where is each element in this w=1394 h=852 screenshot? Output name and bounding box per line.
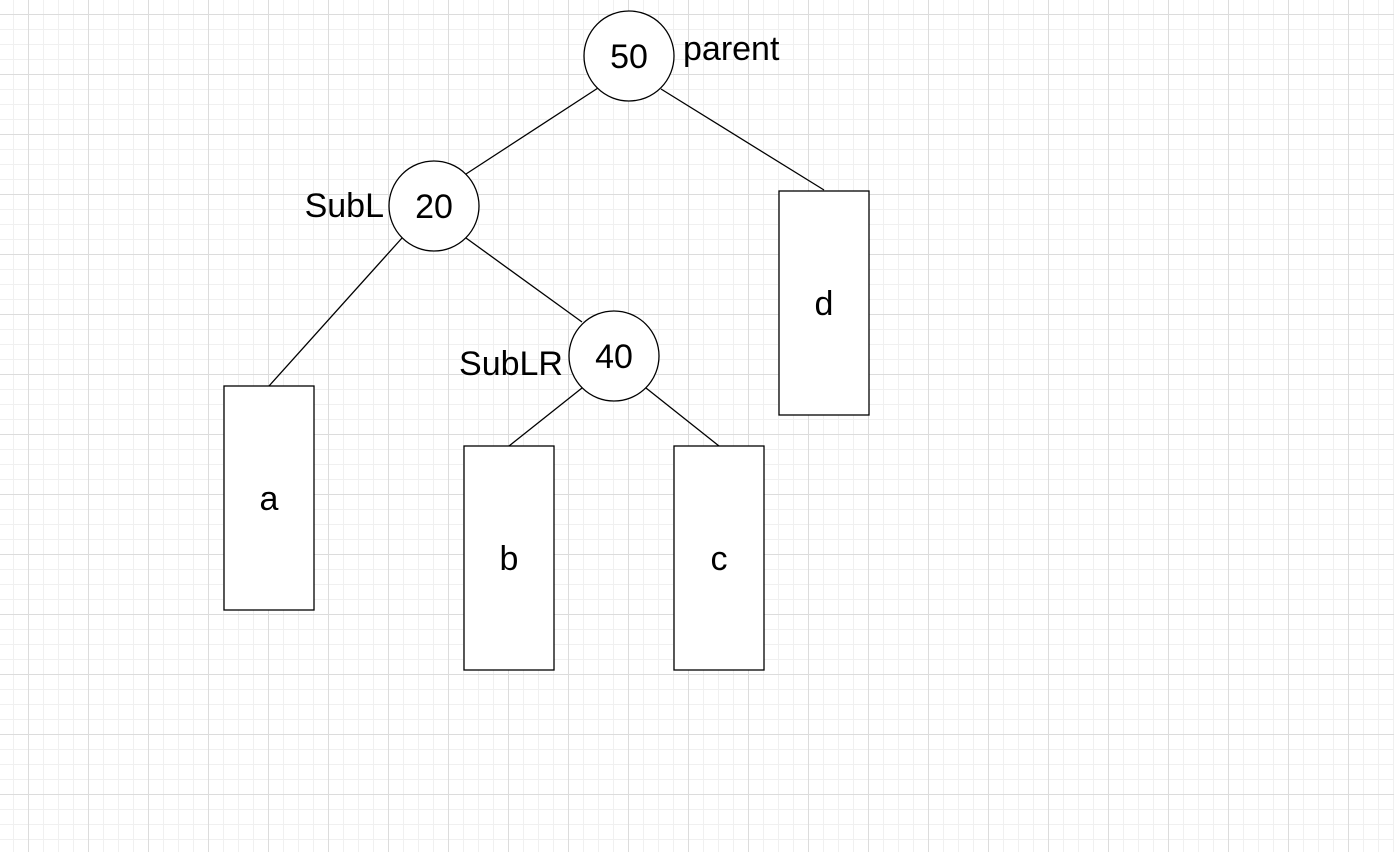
edge-n40-lb	[508, 387, 583, 447]
edges-layer	[268, 87, 825, 447]
leaves-layer: a b c d	[223, 190, 870, 671]
node-40: 40 SubLR	[459, 310, 660, 402]
leaf-d: d	[778, 190, 870, 416]
edge-n20-n40	[465, 237, 583, 323]
leaf-label: b	[500, 540, 519, 578]
node-circle	[568, 310, 660, 402]
node-tag-label: parent	[683, 30, 780, 68]
leaf-a: a	[223, 385, 315, 611]
node-circle	[583, 10, 675, 102]
leaf-box	[463, 445, 555, 671]
leaf-c: c	[673, 445, 765, 671]
leaf-box	[673, 445, 765, 671]
node-value: 50	[610, 38, 648, 76]
node-tag-label: SubL	[305, 187, 384, 225]
node-20: 20 SubL	[305, 160, 480, 252]
leaf-label: d	[815, 285, 834, 323]
edge-n20-la	[268, 237, 403, 387]
edge-n40-lc	[645, 387, 720, 447]
leaf-b: b	[463, 445, 555, 671]
edge-n50-n20	[465, 87, 599, 175]
node-value: 20	[415, 188, 453, 226]
node-value: 40	[595, 338, 633, 376]
node-50: 50 parent	[583, 10, 780, 102]
leaf-label: a	[260, 480, 279, 518]
leaf-box	[223, 385, 315, 611]
leaf-box	[778, 190, 870, 416]
nodes-layer: 50 parent 20 SubL 40 SubLR	[305, 10, 780, 402]
node-circle	[388, 160, 480, 252]
edge-n50-ld	[660, 88, 825, 191]
leaf-label: c	[711, 540, 728, 578]
node-tag-label: SubLR	[459, 345, 563, 383]
